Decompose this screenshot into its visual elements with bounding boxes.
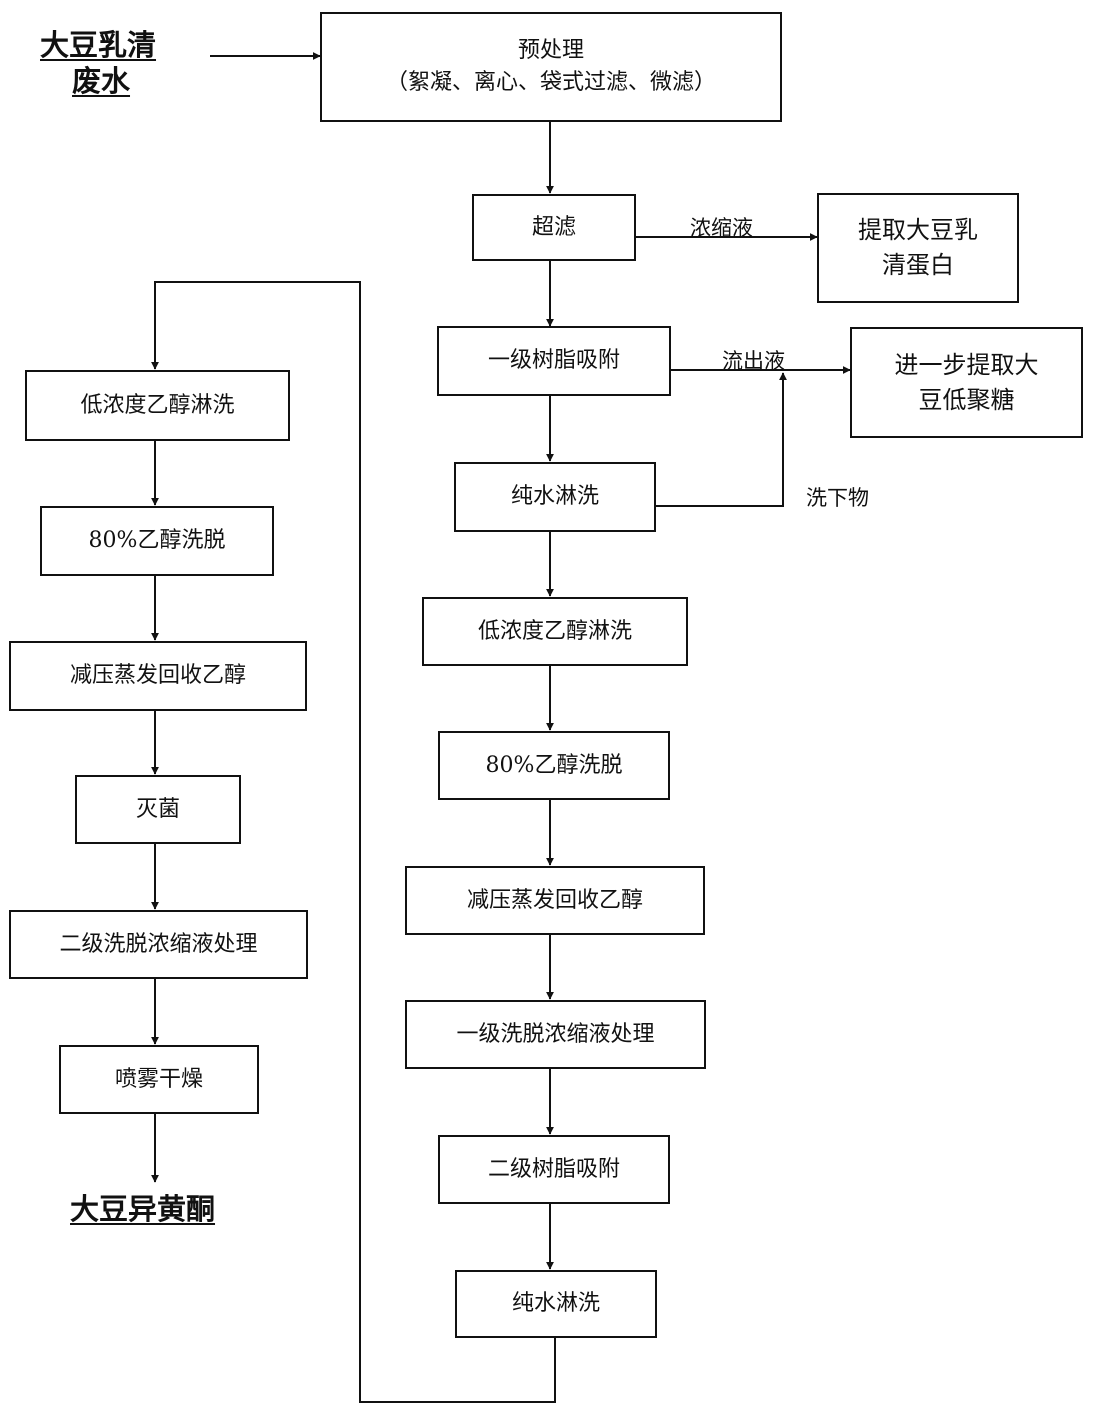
node-oligo: 进一步提取大 豆低聚糖 — [850, 327, 1083, 438]
node-sterilize: 灭菌 — [75, 775, 241, 844]
node-elute80-1-label: 80%乙醇洗脱 — [485, 752, 623, 778]
node-conc2: 二级洗脱浓缩液处理 — [9, 910, 308, 979]
node-ethanol-low1-label: 低浓度乙醇淋洗 — [477, 618, 632, 644]
node-elute80-2: 80%乙醇洗脱 — [40, 506, 274, 576]
node-resin2: 二级树脂吸附 — [438, 1135, 670, 1204]
node-water-wash1-label: 纯水淋洗 — [510, 484, 599, 510]
node-water-wash2-label: 纯水淋洗 — [511, 1291, 600, 1317]
node-evap1: 减压蒸发回收乙醇 — [405, 866, 705, 935]
node-ultrafiltration-label: 超滤 — [531, 214, 576, 240]
node-protein-line2: 清蛋白 — [882, 251, 954, 279]
arrow-wash2-loop-to-left — [151, 281, 556, 1403]
node-conc1-label: 一级洗脱浓缩液处理 — [456, 1021, 655, 1047]
product-label: 大豆异黄酮 — [70, 1192, 216, 1226]
node-oligo-line1: 进一步提取大 — [894, 350, 1039, 379]
node-oligo-line2: 豆低聚糖 — [918, 385, 1015, 414]
node-conc1: 一级洗脱浓缩液处理 — [405, 1000, 706, 1069]
node-protein: 提取大豆乳 清蛋白 — [817, 193, 1019, 303]
node-ethanol-low1: 低浓度乙醇淋洗 — [422, 597, 688, 666]
node-resin1-label: 一级树脂吸附 — [487, 348, 620, 374]
node-evap1-label: 减压蒸发回收乙醇 — [466, 887, 643, 913]
node-resin1: 一级树脂吸附 — [437, 326, 671, 396]
node-elute80-2-label: 80%乙醇洗脱 — [88, 528, 226, 554]
node-water-wash1: 纯水淋洗 — [454, 462, 656, 532]
node-evap2-label: 减压蒸发回收乙醇 — [69, 663, 246, 689]
node-spray-label: 喷雾干燥 — [114, 1066, 203, 1092]
node-ethanol-low2-label: 低浓度乙醇淋洗 — [80, 392, 235, 418]
node-spray: 喷雾干燥 — [59, 1045, 259, 1114]
node-conc2-label: 二级洗脱浓缩液处理 — [59, 931, 258, 957]
node-pretreat-line1: 预处理 — [517, 38, 584, 64]
node-ethanol-low2: 低浓度乙醇淋洗 — [25, 370, 290, 441]
node-ultrafiltration: 超滤 — [472, 194, 636, 261]
node-elute80-1: 80%乙醇洗脱 — [438, 731, 670, 800]
node-pretreat: 预处理 （絮凝、离心、袋式过滤、微滤） — [320, 12, 782, 122]
edge-label-concentrate: 浓缩液 — [690, 216, 753, 240]
arrow-wash1-to-effluent — [656, 372, 787, 507]
source-line1: 大豆乳清 — [40, 28, 157, 62]
node-evap2: 减压蒸发回收乙醇 — [9, 641, 307, 711]
node-water-wash2: 纯水淋洗 — [455, 1270, 657, 1338]
node-resin2-label: 二级树脂吸附 — [487, 1156, 620, 1182]
node-pretreat-line2: （絮凝、离心、袋式过滤、微滤） — [385, 70, 716, 95]
source-label: 大豆乳清 废水 — [40, 27, 156, 100]
edge-label-washings: 洗下物 — [806, 486, 869, 510]
edge-label-effluent: 流出液 — [722, 349, 785, 373]
node-sterilize-label: 灭菌 — [135, 796, 180, 822]
node-protein-line1: 提取大豆乳 — [858, 216, 978, 245]
source-line2: 废水 — [72, 64, 131, 99]
